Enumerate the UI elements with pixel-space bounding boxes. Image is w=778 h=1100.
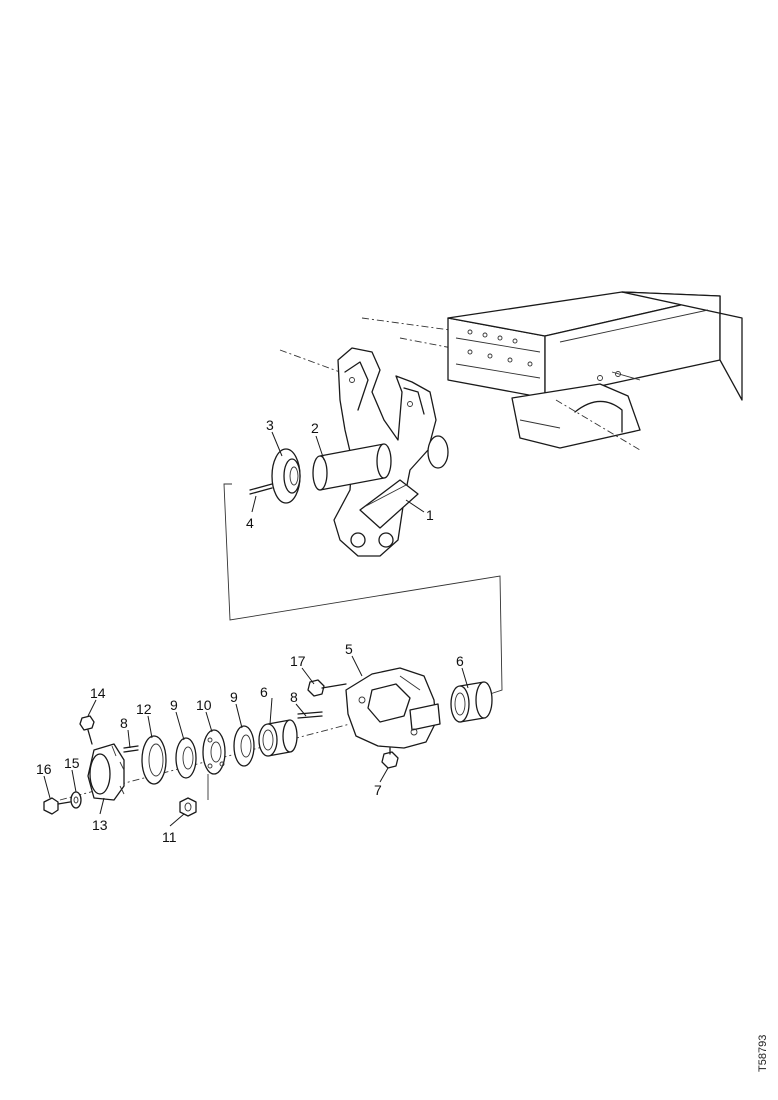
callout-12: 12 [136,701,152,717]
callout-6-left: 6 [260,684,268,700]
callout-8-right: 8 [290,689,298,705]
grease-nipple-part-14 [79,715,95,745]
washer-part-9-right [233,725,255,767]
bolt-part-17 [307,679,347,697]
callout-8-left: 8 [120,715,128,731]
callout-9-right: 9 [230,689,238,705]
bushing-part-6-left [258,719,298,757]
bolt-part-16 [43,797,71,815]
callout-15: 15 [64,755,80,771]
castle-nut-part-13 [87,743,125,801]
callout-11: 11 [162,829,177,845]
callout-labels: 1 2 3 4 5 6 6 7 8 8 9 9 10 11 12 13 14 1… [36,417,464,845]
nut-part-7 [381,747,399,769]
callout-1: 1 [426,507,434,523]
sleeve-part-2 [312,443,392,491]
callout-7: 7 [374,782,382,798]
pin-part-8-right [297,711,323,719]
washer-part-15 [70,791,82,809]
flange-ring-part-3 [271,448,301,504]
nut-part-11 [179,774,209,817]
callout-4: 4 [246,515,254,531]
plate-part-10 [202,729,226,775]
callout-2: 2 [311,420,319,436]
callout-5: 5 [345,641,353,657]
callout-17: 17 [290,653,306,669]
callout-13: 13 [92,817,108,833]
drawing-reference-number: T58793 [757,1035,769,1072]
chassis-frame-rail [361,291,743,451]
leader-lines [43,431,469,827]
housing-part-5 [345,667,441,749]
ring-part-12 [141,735,167,785]
callout-14: 14 [90,685,106,701]
callout-6-right: 6 [456,653,464,669]
pin-part-4 [249,483,273,495]
callout-3: 3 [266,417,274,433]
washer-part-9-left [175,737,197,779]
callout-9-left: 9 [170,697,178,713]
callout-16: 16 [36,761,52,777]
callout-10: 10 [196,697,212,713]
pin-part-8-left [123,745,139,753]
assembly-reference-line [223,483,503,695]
bushing-part-6-right [450,681,493,723]
